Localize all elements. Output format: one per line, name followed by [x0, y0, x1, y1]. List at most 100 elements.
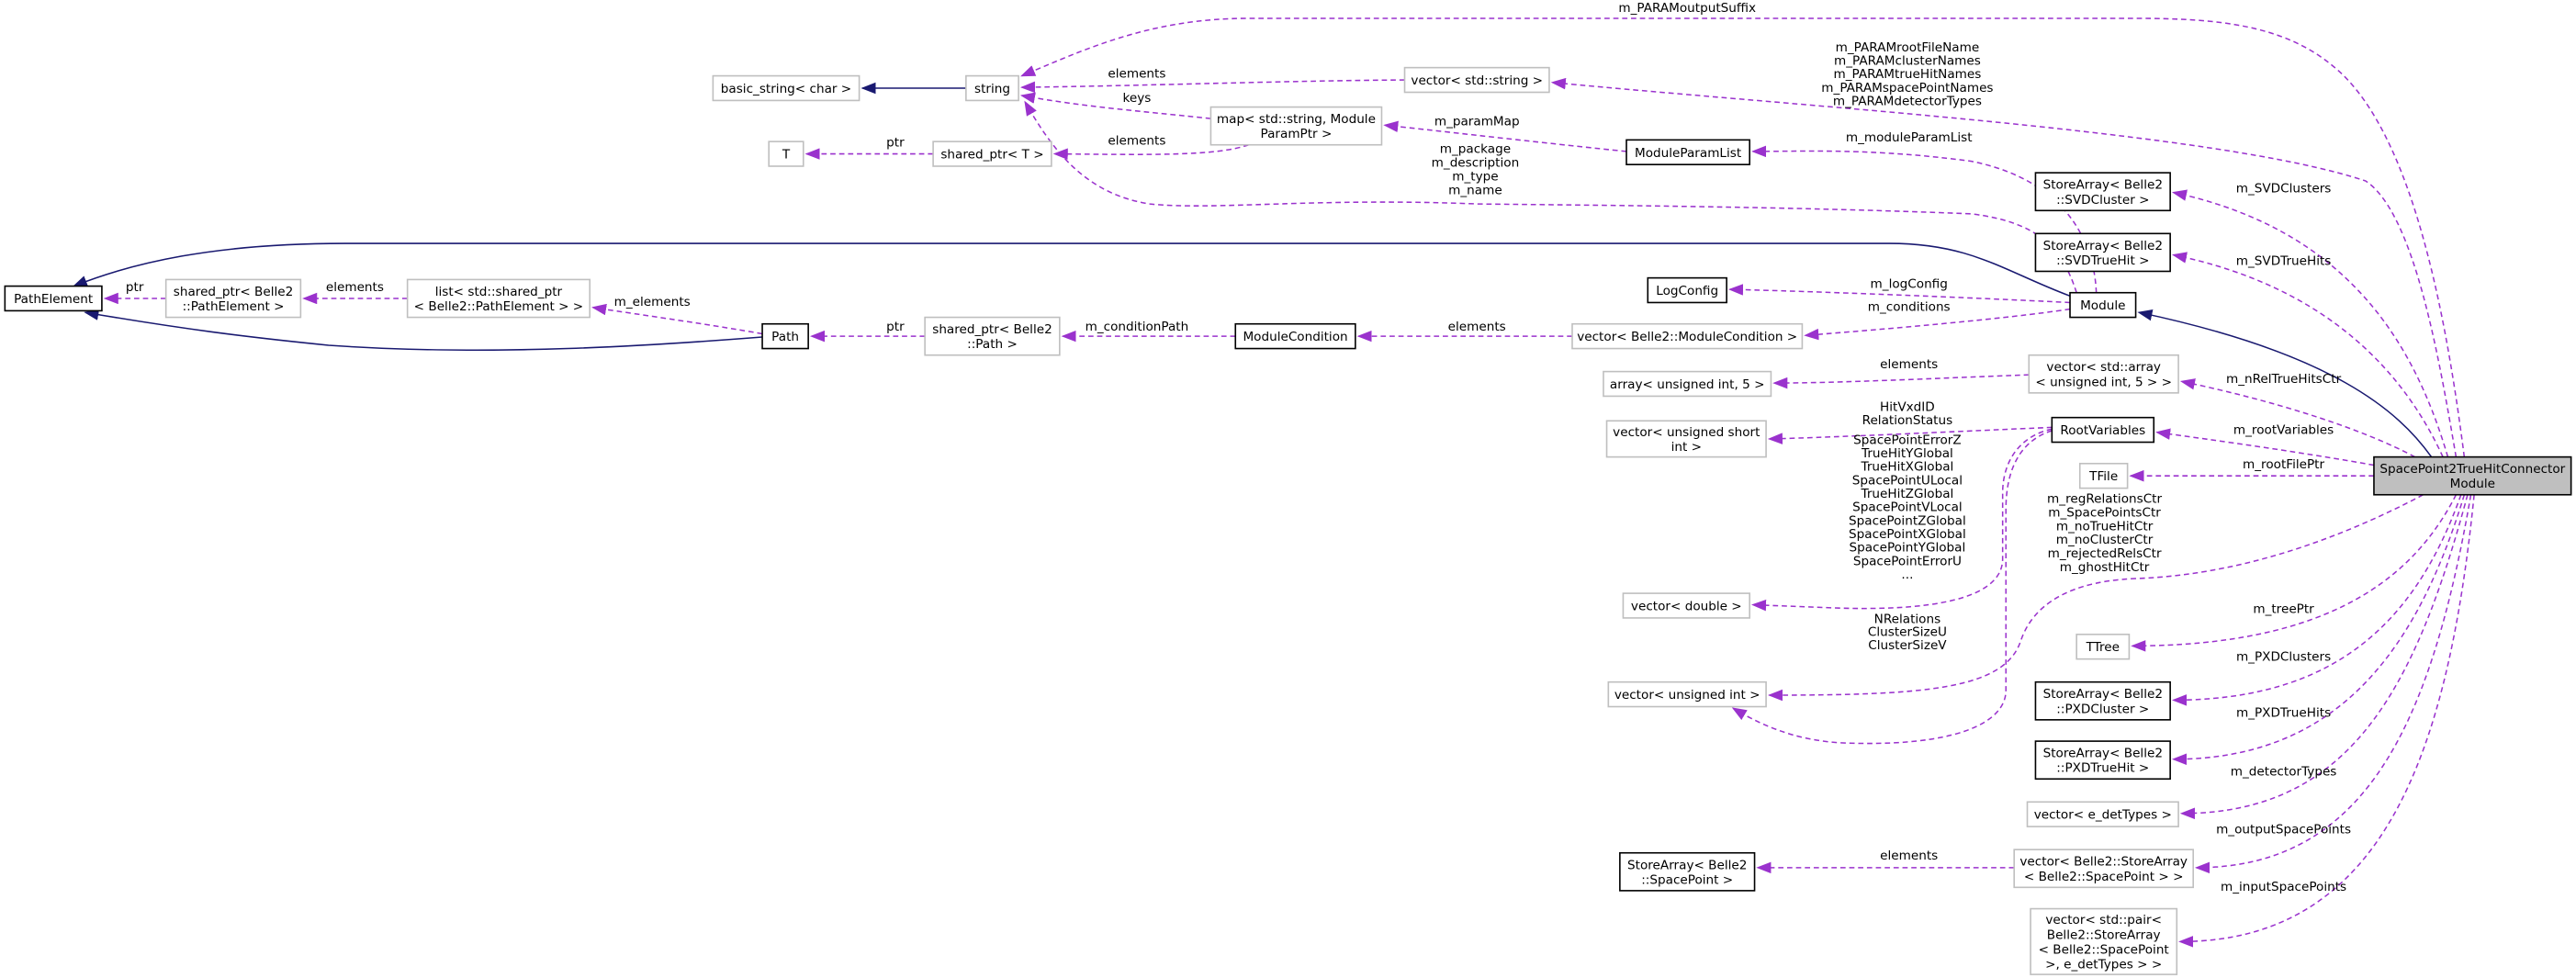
class-node-vec_ModCond[interactable]: vector< Belle2::ModuleCondition > — [1571, 322, 1804, 350]
edge-vec_array-to-array: elements — [1772, 357, 2030, 389]
node-label: map< std::string, Module — [1217, 112, 1376, 127]
edge-SpacePoint2-to-PXDCluster: m_PXDClusters — [2171, 494, 2462, 706]
usage-line — [1550, 77, 2458, 457]
class-node-vec_detTypes[interactable]: vector< e_detTypes > — [2026, 801, 2179, 827]
class-node-SVDCluster[interactable]: StoreArray< Belle2::SVDCluster > — [2034, 172, 2171, 212]
class-node-Path[interactable]: Path — [761, 322, 809, 350]
class-node-string[interactable]: string — [965, 74, 1019, 102]
edge-label: HitVxdID — [1880, 400, 1935, 415]
edge-SpacePoint2-to-PXDTrueHit: m_PXDTrueHits — [2171, 494, 2466, 766]
edge-SpacePoint2-to-TFile: m_rootFilePtr — [2129, 457, 2374, 482]
node-label: ::PXDTrueHit > — [2056, 761, 2149, 776]
class-node-array[interactable]: array< unsigned int, 5 > — [1603, 370, 1772, 398]
node-label: vector< unsigned int > — [1614, 688, 1760, 703]
node-label: int > — [1671, 440, 1702, 455]
class-node-vec_StoreArray[interactable]: vector< Belle2::StoreArray< Belle2::Spac… — [2013, 849, 2194, 889]
class-node-RootVariables[interactable]: RootVariables — [2051, 416, 2155, 444]
class-node-vec_string[interactable]: vector< std::string > — [1403, 66, 1550, 94]
edge-label: m_package — [1440, 142, 1511, 157]
class-node-vec_uint[interactable]: vector< unsigned int > — [1607, 680, 1767, 708]
edge-label: m_paramMap — [1434, 114, 1520, 129]
node-box — [2051, 416, 2155, 444]
edge-map-to-string: keys — [1019, 91, 1211, 119]
node-label: LogConfig — [1656, 284, 1718, 298]
usage-line — [1383, 120, 1627, 152]
class-node-vec_double[interactable]: vector< double > — [1622, 592, 1750, 619]
node-box — [2034, 232, 2171, 273]
edge-label: elements — [1108, 134, 1165, 149]
node-label: vector< unsigned short — [1613, 425, 1760, 440]
edge-label: m_PXDClusters — [2236, 649, 2331, 664]
edge-label: SpacePointYGlobal — [1850, 541, 1966, 556]
class-node-list[interactable]: list< std::shared_ptr< Belle2::PathEleme… — [406, 278, 591, 319]
edge-label: m_name — [1448, 184, 1502, 198]
usage-line — [1731, 430, 2053, 745]
node-label: basic_string< char > — [721, 82, 851, 96]
edge-label: ptr — [126, 280, 144, 295]
node-label: string — [974, 82, 1010, 96]
edge-label: RelationStatus — [1862, 413, 1953, 428]
class-node-SVDTrueHit[interactable]: StoreArray< Belle2::SVDTrueHit > — [2034, 232, 2171, 273]
edge-label: m_noClusterCtr — [2056, 533, 2154, 547]
edge-label: ClusterSizeU — [1868, 625, 1947, 640]
class-node-sp_PE[interactable]: shared_ptr< Belle2::PathElement > — [164, 278, 302, 319]
class-node-StoreArray_SP[interactable]: StoreArray< Belle2::SpacePoint > — [1619, 851, 1756, 892]
edge-label: TrueHitZGlobal — [1861, 487, 1954, 501]
class-node-vec_array[interactable]: vector< std::array< unsigned int, 5 > > — [2028, 354, 2179, 394]
edge-Module-to-vec_ModCond: m_conditions — [1804, 299, 2071, 341]
usage-line — [1019, 92, 1211, 119]
node-box — [2069, 291, 2137, 319]
edge-label: m_PARAMoutputSuffix — [1618, 1, 1756, 16]
edge-label: ptr — [886, 136, 905, 151]
class-node-vec_pair[interactable]: vector< std::pair<Belle2::StoreArray< Be… — [2030, 907, 2178, 975]
class-node-PXDTrueHit[interactable]: StoreArray< Belle2::PXDTrueHit > — [2034, 740, 2171, 781]
node-box — [2013, 849, 2194, 889]
class-node-PathElement[interactable]: PathElement — [4, 285, 103, 312]
class-node-TFile[interactable]: TFile — [2078, 462, 2129, 489]
class-node-ModuleCondition[interactable]: ModuleCondition — [1234, 322, 1356, 350]
edge-label: NRelations — [1874, 612, 1941, 626]
node-box — [761, 322, 809, 350]
node-label: StoreArray< Belle2 — [2043, 239, 2163, 253]
edge-sp_T-to-T: ptr — [804, 136, 934, 160]
edge-label: SpacePointErrorZ — [1853, 433, 1962, 447]
node-box — [1647, 276, 1727, 304]
class-node-ModuleParamList[interactable]: ModuleParamList — [1625, 139, 1750, 165]
class-node-sp_Path[interactable]: shared_ptr< Belle2::Path > — [924, 316, 1061, 356]
class-node-Module[interactable]: Module — [2069, 291, 2137, 319]
class-node-T[interactable]: T — [768, 141, 804, 167]
node-label: Belle2::StoreArray — [2047, 927, 2161, 942]
edge-label: m_inputSpacePoints — [2221, 880, 2346, 894]
edge-SpacePoint2-to-vec_StoreArray: m_outputSpacePoints — [2194, 494, 2472, 874]
node-box — [924, 316, 1061, 356]
node-label: ::PathElement > — [183, 299, 285, 314]
node-label: StoreArray< Belle2 — [2043, 178, 2163, 193]
class-node-PXDCluster[interactable]: StoreArray< Belle2::PXDCluster > — [2034, 680, 2171, 721]
class-node-sp_T[interactable]: shared_ptr< T > — [932, 141, 1052, 167]
edge-RootVariables-to-vec_double: SpacePointErrorZTrueHitYGlobalTrueHitXGl… — [1750, 428, 2053, 612]
node-label: vector< std::array — [2046, 360, 2161, 375]
node-label: ModuleParamList — [1635, 146, 1741, 161]
edge-label: elements — [1448, 320, 1506, 334]
edge-SpacePoint2-to-SVDCluster: m_SVDClusters — [2171, 182, 2449, 457]
node-box — [712, 74, 861, 102]
edge-label: elements — [1880, 849, 1938, 863]
class-node-TTree[interactable]: TTree — [2075, 634, 2131, 660]
class-node-basic_string[interactable]: basic_string< char > — [712, 74, 861, 102]
usage-line — [2171, 189, 2449, 457]
edge-SpacePoint2-to-string: m_PARAMoutputSuffix — [1020, 1, 2466, 457]
node-label: < unsigned int, 5 > > — [2035, 375, 2172, 389]
class-node-LogConfig[interactable]: LogConfig — [1647, 276, 1727, 304]
edge-list-to-sp_PE: elements — [302, 280, 408, 305]
usage-line — [2171, 494, 2462, 706]
edge-vec_StoreArray-to-StoreArray_SP: elements — [1756, 849, 2015, 874]
edge-label: m_moduleParamList — [1846, 130, 1973, 145]
edge-label: m_elements — [614, 295, 691, 309]
node-label: TFile — [2088, 469, 2118, 484]
node-label: < Belle2::SpacePoint > > — [2024, 870, 2184, 884]
edge-label: m_noTrueHitCtr — [2056, 519, 2154, 534]
